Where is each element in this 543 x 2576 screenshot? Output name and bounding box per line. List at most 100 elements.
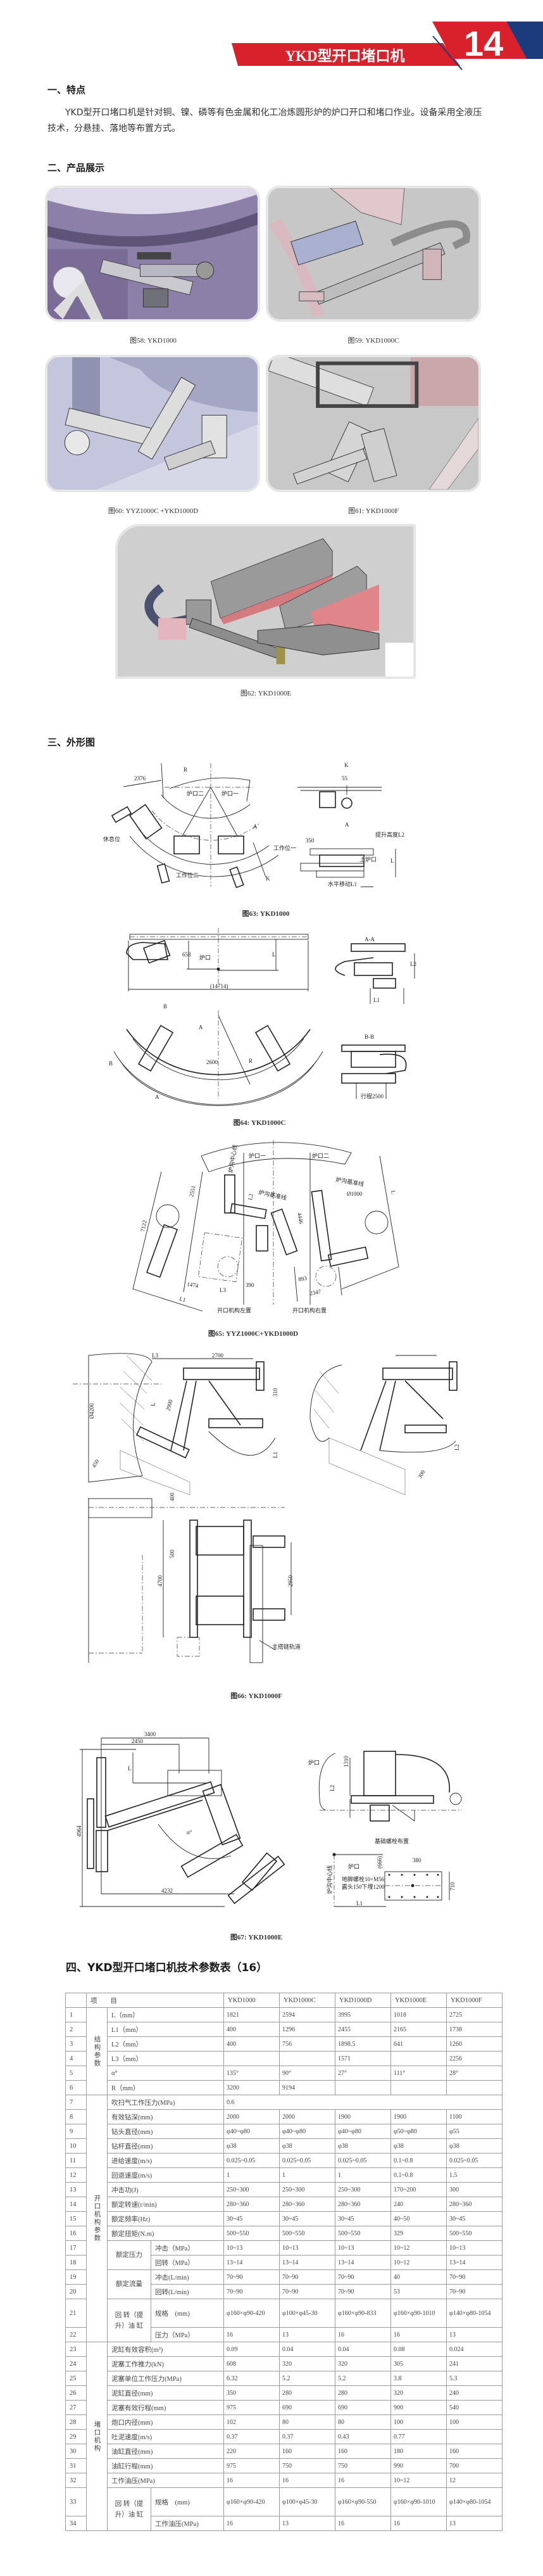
value-cell: 70~90	[334, 2269, 391, 2285]
drawing-dimension-label: 390	[246, 1282, 254, 1288]
value-cell: φ160×φ90-833	[334, 2299, 391, 2328]
drawing-dimension-label: 500	[169, 1549, 175, 1558]
value-cell: φ160×φ90-550	[334, 2487, 391, 2516]
drawing-dimension-label: L3	[220, 1287, 226, 1293]
value-cell: 1	[223, 2167, 280, 2183]
drawing-dimension-label: 炉口一	[222, 790, 239, 797]
value-cell: 2725	[446, 2007, 503, 2022]
value-cell: 5.2	[334, 2371, 391, 2386]
value-cell: 28°	[446, 2065, 503, 2081]
value-cell: 10~12	[390, 2255, 447, 2270]
drawing-dimension-label: (666)	[377, 1856, 383, 1869]
param-name-cell: 钻杆直径(mm)	[106, 2138, 225, 2154]
param-name-cell: 有效钻深(mm)	[106, 2109, 225, 2124]
value-cell: 16	[390, 2327, 447, 2342]
value-cell: 13	[446, 2327, 503, 2342]
value-cell: 280~360	[223, 2197, 280, 2212]
drawing-dimension-label: 工作位二	[176, 872, 199, 879]
param-name-cell: 吹扫气工作压力(MPa)	[106, 2095, 225, 2110]
drawing-ykd1000e: 3400 2450 L 4964 4232 α° 1310 炉口 L2 基础螺栓…	[76, 1731, 462, 1907]
row-number-cell: 25	[65, 2371, 87, 2386]
value-cell: 1900	[390, 2109, 447, 2124]
row-number-cell: 26	[65, 2385, 87, 2401]
drawing-dimension-label: 658	[182, 951, 191, 958]
param-name-cell: 压力（MPa）	[150, 2327, 225, 2342]
param-name-cell: 冲击功(J)	[106, 2182, 225, 2197]
value-cell: 280~360	[446, 2197, 503, 2212]
drawing-dimension-label: 2347	[309, 1288, 322, 1297]
drawing-dimension-label: 开口机构右置	[292, 1307, 327, 1314]
drawing-dimension-label: 450	[91, 1458, 101, 1469]
value-cell: 6.32	[223, 2371, 280, 2386]
value-cell: 10~13	[334, 2240, 391, 2256]
group-label-cell: 开口机构参数	[86, 2095, 108, 2342]
value-cell: 250~300	[279, 2182, 335, 2197]
value-cell: 70~90	[446, 2269, 503, 2285]
drawing-dimension-label: 400	[169, 1492, 175, 1501]
value-cell: 540	[446, 2400, 503, 2415]
drawing-dimension-label: L1	[178, 1295, 186, 1303]
features-paragraph: YKD型开口堵口机是针对铜、镍、磷等有色金属和化工冶炼圆形炉的炉口开口和堵口作业…	[47, 108, 482, 134]
value-cell: 30~45	[223, 2211, 280, 2226]
value-cell: 1296	[279, 2022, 335, 2037]
value-cell: φ40~φ80	[223, 2124, 280, 2139]
param-name-cell: L3（mm）	[106, 2051, 225, 2066]
param-name-cell: 炮口内径(mm)	[106, 2414, 225, 2430]
drawing-dimension-label: A	[155, 1094, 159, 1100]
value-cell: 975	[223, 2400, 280, 2415]
drawing-dimension-label: 开口机构左置	[217, 1307, 251, 1314]
value-cell: 10~13	[223, 2240, 280, 2256]
drawing-dimension-label: L2	[410, 961, 416, 967]
value-cell: 16	[223, 2327, 280, 2342]
value-cell: 80	[334, 2414, 391, 2430]
value-cell: φ160×φ90-420	[223, 2487, 280, 2516]
value-cell: 0.025~0.05	[446, 2153, 503, 2168]
param-name-cell: 规格 (mm)	[150, 2487, 225, 2516]
drawing-dimension-label: L1	[373, 997, 380, 1003]
section-outline-drawings-title: 三、外形图	[47, 737, 96, 748]
row-number-cell: 3	[65, 2036, 87, 2052]
row-number-cell: 4	[65, 2051, 87, 2066]
value-cell: 0.1~0.8	[390, 2167, 447, 2183]
drawing-dimension-label: 4964	[76, 1825, 82, 1837]
value-cell: 975	[223, 2458, 280, 2473]
row-number-cell: 22	[65, 2327, 87, 2342]
photo-caption: 图60: YYZ1000C +YKD1000D	[108, 507, 199, 515]
drawing-dimension-label: 4700	[157, 1575, 163, 1587]
drawing-dimension-label: L2	[454, 1444, 460, 1450]
value-cell: 0.6	[223, 2095, 502, 2110]
value-cell: 0.024	[446, 2342, 503, 2357]
section-products-title: 二、产品展示	[47, 162, 105, 174]
value-cell: 13	[279, 2516, 335, 2531]
param-name-cell: 规格 (mm)	[150, 2299, 225, 2328]
product-photo-ykd1000e	[115, 524, 416, 679]
value-cell: φ38	[279, 2138, 335, 2154]
drawing-dimension-label: 主搭链轨道	[272, 1643, 301, 1650]
value-cell: 80	[279, 2414, 335, 2430]
value-cell: 13	[446, 2516, 503, 2531]
value-cell: 0.04	[279, 2342, 335, 2357]
drawing-dimension-label: R	[249, 1058, 253, 1064]
drawing-caption: 图63: YKD1000	[242, 910, 290, 918]
param-name-cell: 回转(L/min)	[150, 2284, 225, 2299]
value-cell: 13	[279, 2327, 335, 2342]
header-model-cell: YKD1000	[223, 1993, 280, 2008]
value-cell: 750	[279, 2458, 335, 2473]
row-number-cell: 6	[65, 2080, 87, 2095]
value-cell: 100	[446, 2414, 503, 2430]
drawing-dimension-label: A	[253, 823, 258, 830]
row-number-cell: 33	[65, 2487, 87, 2516]
param-name-cell: 泥塞工作推力(kN)	[106, 2356, 225, 2371]
value-cell: 750	[334, 2458, 391, 2473]
value-cell: 13~14	[334, 2255, 391, 2270]
value-cell: 400	[223, 2022, 280, 2037]
